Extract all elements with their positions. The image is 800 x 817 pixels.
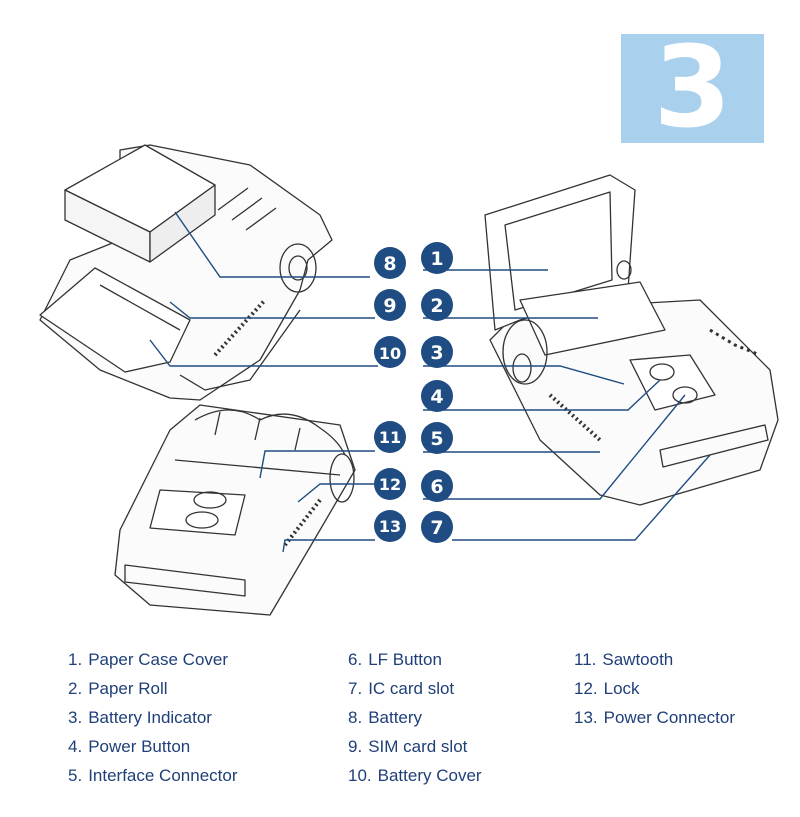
legend-item-number: 3. [68, 708, 83, 727]
callout-circles: 8 9 10 11 12 13 1 2 3 4 5 6 7 [374, 242, 453, 543]
legend-item: 9. SIM card slot [348, 735, 482, 764]
legend-item-label: Sawtooth [602, 650, 674, 669]
callout-label: 1 [430, 248, 443, 270]
legend-item-label: IC card slot [368, 679, 455, 698]
legend-item: 5. Interface Connector [68, 764, 238, 793]
legend-item: 11. Sawtooth [574, 648, 735, 677]
legend-item: 8. Battery [348, 706, 482, 735]
callout-label: 10 [379, 344, 401, 363]
legend-column-2: 6. LF Button 7. IC card slot 8. Battery 9. S… [348, 648, 482, 793]
legend-item: 6. LF Button [348, 648, 482, 677]
callout-9: 9 [374, 289, 406, 321]
legend-item-number: 10. [348, 766, 372, 785]
legend-item-label: Battery Cover [377, 766, 482, 785]
callout-label: 2 [430, 295, 443, 317]
callout-6: 6 [421, 470, 453, 502]
legend-item: 10. Battery Cover [348, 764, 482, 793]
leader-lines [149, 211, 711, 553]
legend-item-number: 8. [348, 708, 363, 727]
printer-cover-open-drawing [484, 174, 779, 506]
legend-item-number: 4. [68, 737, 83, 756]
callout-label: 6 [430, 476, 443, 498]
legend-item: 4. Power Button [68, 735, 238, 764]
callout-label: 12 [379, 475, 401, 494]
callout-13: 13 [374, 510, 406, 542]
legend-item: 2. Paper Roll [68, 677, 238, 706]
legend-item: 7. IC card slot [348, 677, 482, 706]
callout-label: 7 [430, 517, 443, 539]
legend-item: 12. Lock [574, 677, 735, 706]
legend-item-label: Lock [603, 679, 640, 698]
callout-8: 8 [374, 247, 406, 279]
callout-10: 10 [374, 336, 406, 368]
callout-label: 9 [383, 295, 396, 317]
legend-item-number: 12. [574, 679, 598, 698]
legend-item-number: 13. [574, 708, 598, 727]
callout-2: 2 [421, 289, 453, 321]
callout-12: 12 [374, 468, 406, 500]
legend-item-label: Power Button [88, 737, 191, 756]
printer-diagram: 8 9 10 11 12 13 1 2 3 4 5 6 7 [39, 144, 779, 616]
callout-7: 7 [421, 511, 453, 543]
callout-label: 13 [379, 517, 401, 536]
step-number-badge: 3 [621, 28, 764, 148]
legend-item-label: Paper Roll [88, 679, 168, 698]
callout-11: 11 [374, 421, 406, 453]
callout-label: 4 [430, 386, 443, 408]
callout-4: 4 [421, 380, 453, 412]
legend-item: 13. Power Connector [574, 706, 735, 735]
legend-column-3: 11. Sawtooth 12. Lock 13. Power Connector [574, 648, 735, 735]
legend-item-number: 2. [68, 679, 83, 698]
callout-label: 8 [383, 253, 396, 275]
legend-item-label: SIM card slot [368, 737, 468, 756]
legend-item: 3. Battery Indicator [68, 706, 238, 735]
legend-item-label: Interface Connector [88, 766, 238, 785]
legend-column-1: 1. Paper Case Cover 2. Paper Roll 3. Batter… [68, 648, 238, 793]
step-number: 3 [653, 23, 732, 153]
legend-item-number: 5. [68, 766, 83, 785]
printer-closed-drawing [114, 404, 356, 616]
legend-item: 1. Paper Case Cover [68, 648, 238, 677]
callout-label: 11 [379, 428, 401, 447]
callout-3: 3 [421, 336, 453, 368]
legend-item-label: LF Button [368, 650, 442, 669]
legend-item-label: Battery [368, 708, 423, 727]
callout-5: 5 [421, 422, 453, 454]
callout-label: 5 [430, 428, 443, 450]
legend-item-number: 9. [348, 737, 363, 756]
legend-item-label: Paper Case Cover [88, 650, 229, 669]
printer-battery-open-drawing [39, 144, 333, 401]
legend-item-label: Battery Indicator [88, 708, 212, 727]
legend-item-number: 7. [348, 679, 363, 698]
callout-1: 1 [421, 242, 453, 274]
legend-item-number: 1. [68, 650, 83, 669]
callout-label: 3 [430, 342, 443, 364]
legend-item-label: Power Connector [603, 708, 735, 727]
legend-item-number: 11. [574, 650, 597, 669]
legend-item-number: 6. [348, 650, 363, 669]
